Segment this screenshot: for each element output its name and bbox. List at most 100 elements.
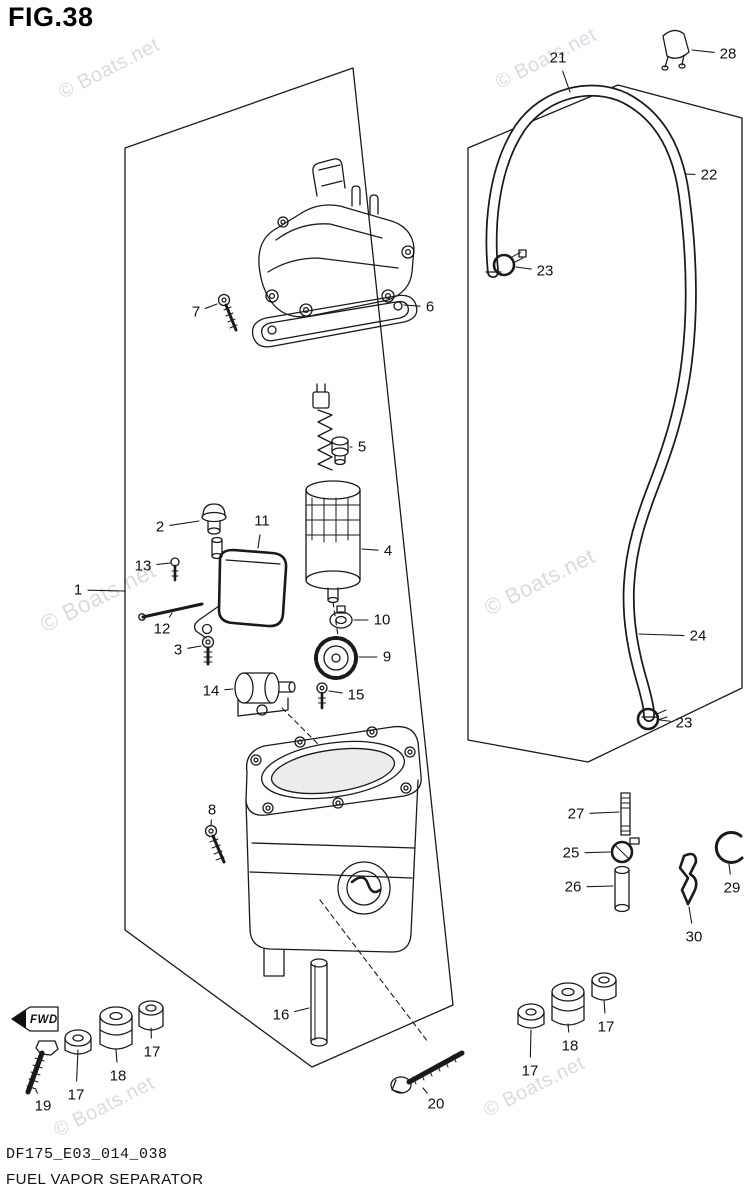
callout-leader-21 bbox=[562, 70, 571, 93]
part-17-cap-right bbox=[591, 972, 617, 1001]
callout-number-8: 8 bbox=[208, 802, 216, 819]
callout-leader-23 bbox=[659, 719, 671, 722]
fwd-label: FWD bbox=[30, 1014, 58, 1026]
part-23-clamp-top bbox=[492, 249, 527, 277]
part-23-clamp-bottom bbox=[636, 707, 668, 731]
part-27-stud bbox=[620, 792, 631, 836]
callout-leader-25 bbox=[584, 851, 611, 854]
callout-number-18: 18 bbox=[110, 1068, 127, 1085]
part-15-screw bbox=[316, 682, 328, 710]
callout-leader-23 bbox=[515, 266, 532, 270]
callout-number-7: 7 bbox=[192, 304, 200, 321]
callout-leader-7 bbox=[204, 303, 218, 309]
callout-leader-17 bbox=[76, 1049, 79, 1082]
callout-leader-6 bbox=[403, 304, 421, 307]
part-2-grommet bbox=[201, 503, 227, 560]
part-29-eclip bbox=[714, 830, 744, 864]
part-25-clamp bbox=[610, 837, 640, 864]
callout-number-14: 14 bbox=[203, 683, 220, 700]
part-18-grommet-left bbox=[99, 1006, 133, 1050]
part-13-screw bbox=[170, 557, 180, 582]
callout-number-23: 23 bbox=[537, 263, 554, 280]
part-12-pin bbox=[138, 602, 204, 621]
part-hose bbox=[485, 84, 697, 722]
callout-number-2: 2 bbox=[156, 519, 164, 536]
callout-number-26: 26 bbox=[565, 879, 582, 896]
part-4-fuel-pump bbox=[305, 383, 361, 604]
part-3-screw bbox=[201, 635, 215, 666]
figure-footer: DF175_E03_014_038 FUEL VAPOR SEPARATOR bbox=[6, 1146, 204, 1188]
callout-leader-2 bbox=[169, 520, 200, 527]
left-assembly-box bbox=[124, 67, 454, 1068]
part-7-screw bbox=[217, 293, 238, 332]
figure-code: DF175_E03_014_038 bbox=[6, 1146, 168, 1163]
figure-title: FIG.38 bbox=[8, 2, 94, 32]
callout-number-30: 30 bbox=[686, 929, 703, 946]
callout-leader-18 bbox=[115, 1049, 118, 1063]
callout-leader-3 bbox=[187, 645, 202, 649]
part-6-gasket bbox=[251, 294, 418, 348]
callout-number-9: 9 bbox=[383, 649, 391, 666]
assembly-dashed-lines bbox=[281, 601, 429, 1043]
callout-number-17: 17 bbox=[144, 1044, 161, 1061]
callout-leader-11 bbox=[257, 534, 261, 549]
callout-leader-4 bbox=[361, 548, 379, 551]
callout-leader-20 bbox=[422, 1087, 428, 1094]
callout-number-4: 4 bbox=[384, 543, 392, 560]
callout-leader-19 bbox=[35, 1089, 38, 1094]
callout-number-11: 11 bbox=[254, 513, 270, 530]
part-26-tube bbox=[614, 865, 630, 913]
right-hose-box bbox=[467, 84, 743, 763]
callout-number-24: 24 bbox=[690, 628, 707, 645]
part-17-washer-right bbox=[517, 1003, 545, 1029]
part-11-pump-cover bbox=[193, 548, 288, 639]
callout-number-28: 28 bbox=[720, 46, 737, 63]
callout-leader-14 bbox=[224, 688, 234, 691]
callout-leader-1 bbox=[87, 589, 125, 592]
callout-number-3: 3 bbox=[174, 642, 182, 659]
callout-leader-29 bbox=[728, 863, 731, 875]
part-28-clip bbox=[661, 29, 690, 71]
callout-number-12: 12 bbox=[154, 621, 171, 638]
part-17-cap-left bbox=[138, 1000, 164, 1031]
callout-leader-26 bbox=[586, 885, 614, 888]
callout-number-29: 29 bbox=[724, 880, 741, 897]
callout-number-1: 1 bbox=[74, 582, 82, 599]
part-18-grommet-right bbox=[551, 982, 585, 1026]
figure-name: FUEL VAPOR SEPARATOR bbox=[6, 1171, 204, 1188]
callout-number-25: 25 bbox=[563, 845, 580, 862]
callout-number-16: 16 bbox=[273, 1007, 290, 1024]
callout-leader-16 bbox=[294, 1007, 310, 1013]
fwd-flag: FWD bbox=[11, 1006, 59, 1032]
part-5-grommet bbox=[331, 436, 349, 466]
part-10-ring bbox=[329, 605, 353, 629]
callout-number-5: 5 bbox=[358, 439, 366, 456]
callout-number-17: 17 bbox=[522, 1063, 539, 1080]
callout-number-19: 19 bbox=[35, 1098, 52, 1115]
callout-leader-17 bbox=[603, 999, 606, 1014]
callout-number-17: 17 bbox=[68, 1087, 85, 1104]
callout-number-18: 18 bbox=[562, 1038, 579, 1055]
callout-leader-13 bbox=[156, 562, 171, 566]
part-16-tube bbox=[310, 958, 328, 1047]
callout-leader-28 bbox=[691, 49, 715, 54]
callout-number-13: 13 bbox=[135, 558, 152, 575]
callout-number-27: 27 bbox=[568, 806, 585, 823]
part-9-filter-cup bbox=[314, 636, 358, 680]
callout-number-17: 17 bbox=[598, 1019, 615, 1036]
part-30-clip bbox=[678, 852, 698, 906]
callout-leader-18 bbox=[567, 1023, 570, 1033]
part-cover-assembly bbox=[258, 158, 415, 318]
part-8-screw bbox=[204, 824, 226, 864]
callout-leader-30 bbox=[688, 906, 693, 924]
callout-number-23: 23 bbox=[676, 715, 693, 732]
callout-number-6: 6 bbox=[426, 299, 434, 316]
callout-number-15: 15 bbox=[348, 687, 365, 704]
callout-number-21: 21 bbox=[550, 50, 567, 67]
callout-leader-12 bbox=[168, 612, 173, 618]
part-17-washer-left bbox=[64, 1029, 92, 1055]
callout-number-22: 22 bbox=[701, 167, 718, 184]
